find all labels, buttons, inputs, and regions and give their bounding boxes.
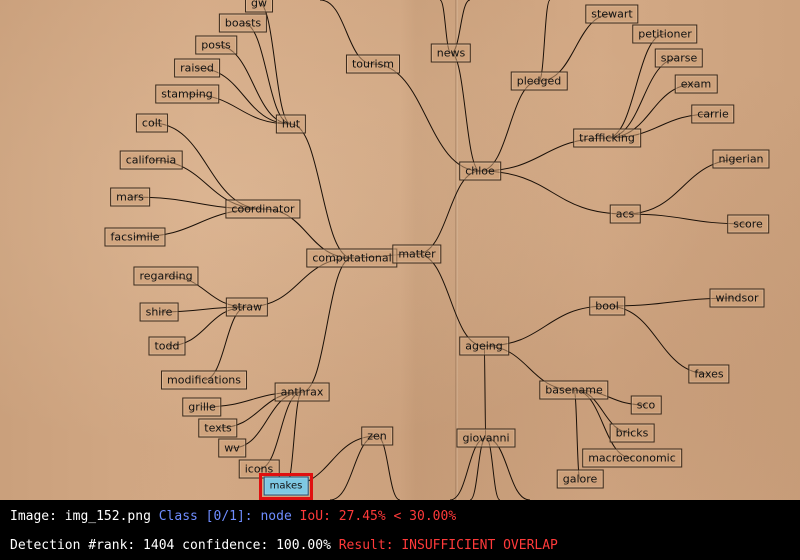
node-stamping: stamping (155, 84, 219, 104)
node-exam: exam (674, 74, 718, 94)
node-sco: sco (630, 395, 662, 415)
node-gw: gw (245, 0, 273, 13)
edge-acs-chloe (479, 170, 626, 215)
edge-news-chloe (450, 52, 481, 172)
status-line-1: Image: img_152.png Class [0/1]: node IoU… (10, 509, 456, 524)
node-modifications: modifications (160, 370, 248, 390)
edge-chloe-matter (416, 170, 481, 255)
class-text: Class [0/1]: node (158, 509, 292, 524)
edge-pledged-chloe (479, 80, 540, 172)
node-sparse: sparse (654, 48, 704, 68)
node-straw: straw (225, 297, 269, 317)
node-galore: galore (556, 469, 604, 489)
status-line-2: Detection #rank: 1404 confidence: 100.00… (10, 538, 558, 553)
node-bricks: bricks (609, 423, 655, 443)
edge-modifications-straw (203, 306, 248, 381)
edge-matter-ageing (416, 253, 485, 347)
edge-posts-hut (215, 44, 292, 125)
node-todd: todd (148, 336, 186, 356)
node-colt: colt (135, 113, 169, 133)
node-macroeconomic: macroeconomic (582, 448, 682, 468)
iou-text: IoU: 27.45% < 30.00% (299, 509, 457, 524)
node-faxes: faxes (688, 364, 730, 384)
node-trafficking: trafficking (573, 128, 641, 148)
node-ageing: ageing (459, 336, 509, 356)
node-matter: matter (392, 244, 442, 264)
node-coordinator: coordinator (225, 199, 301, 219)
node-makes: makes (263, 476, 309, 496)
image-name: img_152.png (64, 509, 151, 524)
node-hut: hut (275, 114, 307, 134)
node-basename: basename (539, 380, 609, 400)
node-score: score (727, 214, 769, 234)
node-pledged: pledged (510, 71, 568, 91)
node-carrie: carrie (691, 104, 735, 124)
node-chloe: chloe (459, 161, 501, 181)
edge-galore-basename (573, 389, 581, 480)
paper-fold (455, 0, 458, 500)
node-computational: computational (306, 248, 398, 268)
node-windsor: windsor (709, 288, 765, 308)
rank-text: Detection #rank: 1404 confidence: 100.00… (10, 538, 331, 553)
node-news: news (430, 43, 472, 63)
node-boasts: boasts (218, 13, 268, 33)
node-grille: grille (182, 397, 222, 417)
status-bar: Image: img_152.png Class [0/1]: node IoU… (0, 500, 800, 560)
edge-tourism-chloe (372, 63, 481, 172)
node-california: california (119, 150, 183, 170)
edge-hut-computational (290, 123, 353, 259)
node-giovanni: giovanni (456, 428, 516, 448)
edge-offscreen-3 (538, 0, 551, 82)
node-mars: mars (110, 187, 150, 207)
edge-sparse-trafficking (606, 57, 680, 139)
node-regarding: regarding (133, 266, 199, 286)
edge-anthrax-computational (301, 257, 353, 393)
node-tourism: tourism (345, 54, 401, 74)
image-label: Image: (10, 509, 57, 524)
edge-icons-anthrax (258, 391, 303, 470)
node-anthrax: anthrax (274, 382, 330, 402)
result-text: Result: INSUFFICIENT OVERLAP (338, 538, 558, 553)
node-petitioner: petitioner (632, 24, 698, 44)
node-nigerian: nigerian (712, 149, 770, 169)
node-raised: raised (174, 58, 220, 78)
node-stewart: stewart (585, 4, 639, 24)
node-posts: posts (195, 35, 237, 55)
node-facsimile: facsimile (104, 227, 166, 247)
edge-giovanni-ageing (483, 345, 487, 439)
node-bool: bool (589, 296, 625, 316)
node-wv: wv (218, 438, 246, 458)
detection-box (258, 472, 314, 500)
node-zen: zen (361, 426, 393, 446)
edge-offscreen-8 (376, 435, 401, 500)
node-acs: acs (609, 204, 641, 224)
edge-offscreen-9 (329, 435, 378, 500)
node-shire: shire (139, 302, 179, 322)
node-texts: texts (198, 418, 238, 438)
